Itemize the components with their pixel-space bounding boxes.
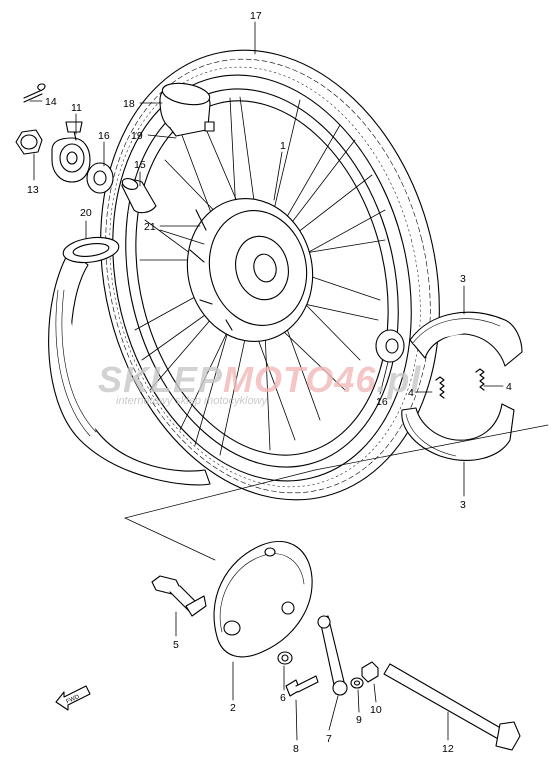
rim-band bbox=[159, 82, 215, 137]
callout-5: 5 bbox=[173, 639, 179, 651]
fwd-arrow bbox=[55, 685, 91, 711]
callout-7: 7 bbox=[326, 733, 332, 745]
cotter-pin bbox=[23, 83, 46, 103]
callout-19: 19 bbox=[131, 130, 143, 142]
callout-16a: 16 bbox=[98, 130, 110, 142]
fwd-label: FWD bbox=[66, 694, 82, 705]
watermark-subtitle: internetowy sklep motocyklowy bbox=[116, 395, 269, 407]
callout-4b: 4 bbox=[408, 387, 414, 399]
wheel-hub bbox=[186, 197, 314, 343]
leader-lines bbox=[29, 21, 504, 741]
callout-1: 1 bbox=[280, 140, 286, 152]
callout-11: 11 bbox=[71, 102, 82, 114]
front-axle bbox=[383, 663, 521, 751]
callout-3b: 3 bbox=[460, 499, 466, 511]
callout-6: 6 bbox=[280, 692, 286, 704]
callout-14: 14 bbox=[45, 96, 57, 108]
callout-4a: 4 bbox=[506, 381, 512, 393]
washer bbox=[350, 677, 364, 689]
callout-12: 12 bbox=[442, 743, 454, 755]
callout-10: 10 bbox=[370, 704, 382, 716]
bearing-right bbox=[375, 329, 405, 363]
callout-3a: 3 bbox=[460, 273, 466, 285]
axle-nut-small bbox=[361, 661, 379, 683]
callout-9: 9 bbox=[356, 714, 362, 726]
inner-tube bbox=[48, 236, 211, 486]
shoe-spring-upper bbox=[475, 368, 485, 391]
callout-20: 20 bbox=[80, 207, 92, 219]
callout-13: 13 bbox=[27, 184, 39, 196]
tire bbox=[100, 49, 440, 501]
watermark-text: SKLEPMOTO46.pl bbox=[98, 359, 421, 400]
brake-panel bbox=[213, 540, 313, 658]
watermark-part-3: 46 bbox=[333, 359, 376, 400]
callout-15: 15 bbox=[134, 159, 146, 171]
explode-guide-lines bbox=[124, 424, 549, 561]
callout-2: 2 bbox=[230, 702, 236, 714]
axle-nut bbox=[15, 129, 43, 155]
callout-labels: 17 14 11 18 19 16 13 15 1 21 20 3 4 4 16… bbox=[27, 10, 512, 755]
shoe-spring-lower bbox=[435, 376, 445, 399]
watermark-part-4: .pl bbox=[376, 359, 421, 400]
callout-18: 18 bbox=[123, 98, 135, 110]
callout-17: 17 bbox=[250, 10, 262, 22]
callout-21: 21 bbox=[144, 221, 156, 233]
callout-16b: 16 bbox=[376, 396, 388, 408]
speedometer-gearbox bbox=[51, 121, 91, 183]
brake-cam bbox=[151, 575, 207, 617]
rim bbox=[125, 88, 399, 468]
o-ring bbox=[277, 651, 293, 665]
bearing-left bbox=[86, 162, 114, 194]
brake-shoe-upper bbox=[409, 311, 523, 367]
watermark: SKLEPMOTO46.pl internetowy sklep motocyk… bbox=[98, 359, 421, 407]
watermark-part-1: SKLEP bbox=[98, 359, 223, 400]
watermark-part-2: MOTO bbox=[223, 359, 334, 400]
lever-bolt bbox=[285, 675, 319, 697]
hub-spacer bbox=[121, 178, 157, 214]
brake-cam-lever bbox=[317, 615, 348, 696]
callout-8: 8 bbox=[293, 743, 299, 755]
